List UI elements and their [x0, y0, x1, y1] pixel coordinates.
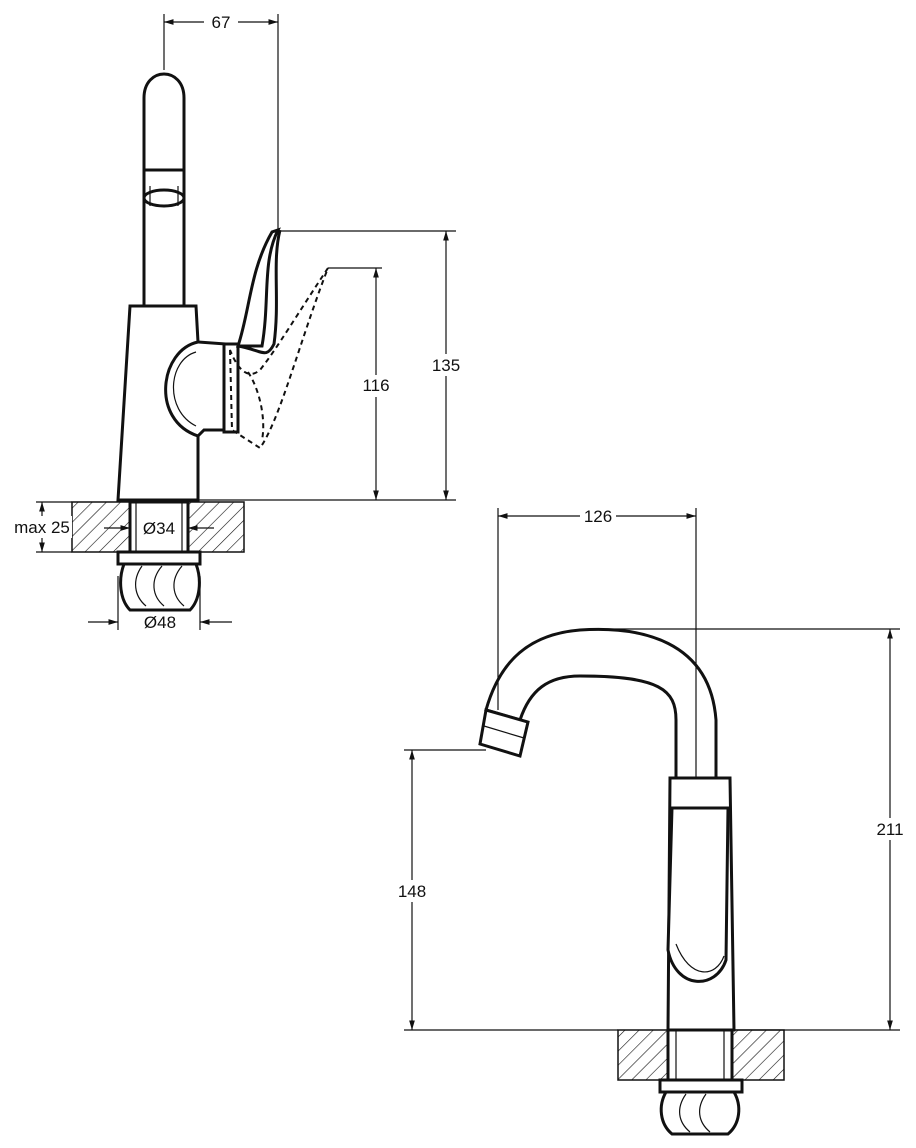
front-spout-tube	[484, 627, 718, 780]
side-lever-closed-front	[237, 229, 282, 355]
side-lever-closed	[235, 227, 281, 348]
front-view: 126 211 148	[394, 505, 908, 1136]
dim-side-offset: 67	[212, 13, 231, 32]
dim-front-reach: 126	[584, 507, 612, 526]
dim-front-spout-height: 148	[398, 882, 426, 901]
front-lever	[666, 806, 730, 983]
side-nut-ring	[116, 550, 202, 566]
dim-hole-diameter: Ø34	[143, 519, 175, 538]
front-mounting-shank	[666, 1028, 734, 1082]
dim-front-total-height: 211	[876, 820, 903, 839]
side-body	[116, 304, 228, 502]
side-countertop-left	[71, 501, 131, 553]
front-nut-ring	[658, 1078, 744, 1094]
front-aerator	[478, 708, 530, 758]
dim-base-diameter: Ø48	[144, 613, 176, 632]
dim-side-lever-open-height: 116	[362, 376, 389, 395]
side-lever-open	[229, 267, 329, 450]
dim-max-countertop: max 25	[14, 518, 70, 537]
side-countertop-right	[187, 501, 245, 553]
side-aerator	[142, 188, 186, 208]
front-countertop-right	[731, 1029, 785, 1081]
side-view: 67 135 116 max 25 Ø34 Ø48	[12, 12, 464, 632]
dim-side-lever-height: 135	[432, 356, 460, 375]
side-nut	[119, 562, 201, 612]
front-countertop-left	[617, 1029, 669, 1081]
